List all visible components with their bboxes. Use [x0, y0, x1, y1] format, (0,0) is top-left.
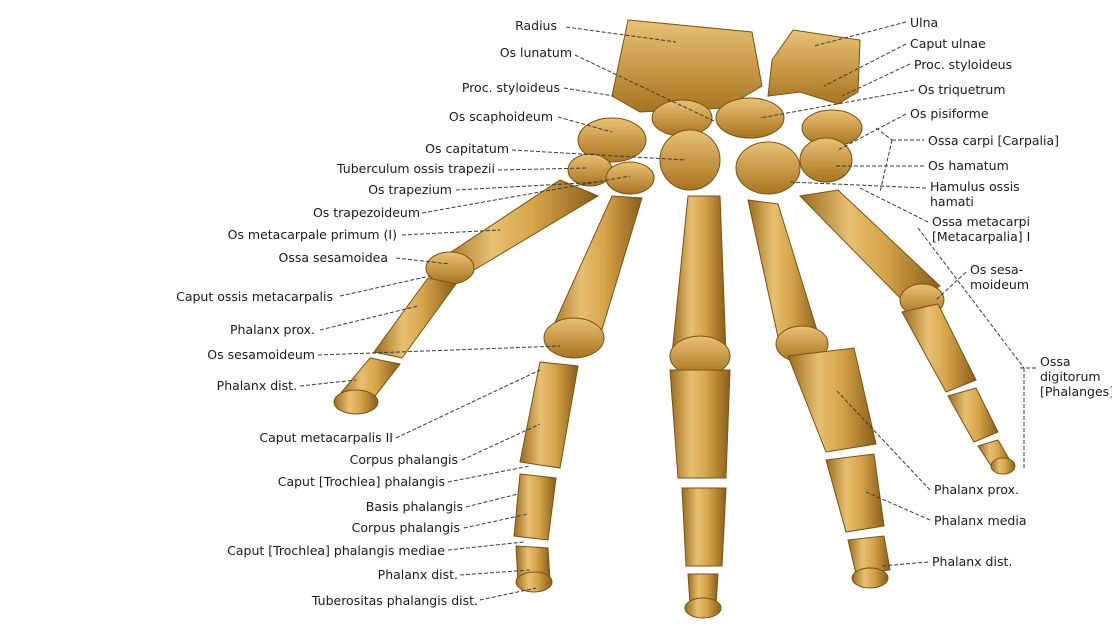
label-ossa-digitorum: Ossa digitorum [Phalanges] [1040, 354, 1112, 399]
label-phalanx-dist-right: Phalanx dist. [932, 554, 1012, 569]
label-os-sesamoideum-left: Os sesamoideum [207, 347, 315, 362]
label-proc-styloideus-radius: Proc. styloideus [462, 80, 560, 95]
little-finger-phalanges [902, 304, 1015, 474]
label-os-capitatum: Os capitatum [425, 141, 509, 156]
label-os-trapezium: Os trapezium [368, 182, 452, 197]
label-hamulus-ossis-hamati: Hamulus ossis hamati [930, 179, 1060, 209]
label-corpus-phalangis-1: Corpus phalangis [350, 452, 458, 467]
label-ossa-carpi: Ossa carpi [Carpalia] [928, 133, 1108, 148]
label-os-scaphoideum: Os scaphoideum [449, 109, 553, 124]
label-os-triquetrum: Os triquetrum [918, 82, 1006, 97]
ulna-bone [768, 30, 860, 104]
label-caput-trochlea-phalangis: Caput [Trochlea] phalangis [278, 474, 445, 489]
label-os-pisiforme: Os pisiforme [910, 106, 989, 121]
label-os-trapezoideum: Os trapezoideum [313, 205, 420, 220]
label-caput-ossis-metacarpalis: Caput ossis metacarpalis [176, 289, 333, 304]
label-phalanx-prox-right: Phalanx prox. [934, 482, 1019, 497]
thumb-phalanges [334, 278, 456, 414]
label-proc-styloideus-ulna: Proc. styloideus [914, 57, 1012, 72]
label-basis-phalangis: Basis phalangis [366, 499, 463, 514]
radius-bone [612, 20, 762, 112]
label-os-sesamoideum-right: Os sesa-moideum [970, 262, 1050, 292]
label-caput-trochlea-phalangis-mediae: Caput [Trochlea] phalangis mediae [227, 543, 445, 558]
label-phalanx-prox-thumb: Phalanx prox. [230, 322, 315, 337]
label-caput-ulnae: Caput ulnae [910, 36, 986, 51]
label-os-hamatum: Os hamatum [928, 158, 1009, 173]
ring-finger-phalanges [788, 348, 890, 588]
label-os-lunatum: Os lunatum [500, 45, 572, 60]
label-ossa-sesamoidea: Ossa sesamoidea [279, 250, 388, 265]
middle-finger-phalanges [670, 370, 730, 618]
label-radius: Radius [515, 18, 557, 33]
index-finger-phalanges [514, 362, 578, 592]
label-os-metacarpale-primum: Os metacarpale primum (I) [228, 227, 397, 242]
label-ulna: Ulna [910, 15, 938, 30]
label-caput-metacarpalis-ii: Caput metacarpalis II [259, 430, 393, 445]
label-phalanx-dist-thumb: Phalanx dist. [217, 378, 297, 393]
label-tuberculum-ossis-trapezii: Tuberculum ossis trapezii [337, 161, 495, 176]
label-ossa-metacarpi: Ossa metacarpi [Metacarpalia] I [932, 214, 1104, 244]
label-corpus-phalangis-2: Corpus phalangis [352, 520, 460, 535]
metacarpal-bones [436, 180, 940, 354]
label-phalanx-dist-index: Phalanx dist. [378, 567, 458, 582]
label-phalanx-media: Phalanx media [934, 513, 1026, 528]
label-tuberositas-phalangis-dist: Tuberositas phalangis dist. [312, 593, 478, 608]
